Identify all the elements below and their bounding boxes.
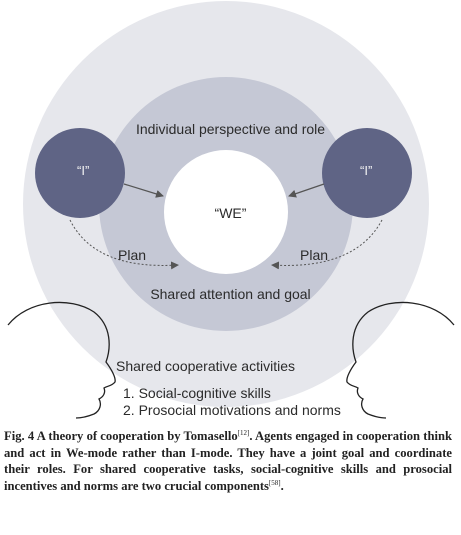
left-plan-label: Plan bbox=[118, 247, 147, 263]
outer-ring-label: Shared attention and goal bbox=[150, 286, 311, 302]
we-center-circle bbox=[164, 150, 288, 274]
activity-item: 1. Social-cognitive skills bbox=[123, 385, 271, 401]
caption-end: . bbox=[280, 478, 284, 493]
caption-title: A theory of cooperation by Tomasello bbox=[36, 429, 238, 443]
left-agent-circle bbox=[35, 128, 125, 218]
inner-ring-label: Individual perspective and role bbox=[135, 121, 326, 137]
caption-ref: [12] bbox=[237, 428, 250, 437]
left-head-outline bbox=[7, 301, 116, 419]
left-plan-arrow bbox=[69, 219, 179, 270]
activities-title: Shared cooperative activities bbox=[116, 358, 295, 374]
right-head-outline bbox=[346, 301, 455, 419]
cooperation-diagram: Individual perspective and role “WE” “I”… bbox=[7, 1, 455, 419]
right-to-we-arrow bbox=[288, 183, 325, 198]
right-plan-arrow bbox=[271, 219, 383, 270]
figure-caption: Fig. 4 A theory of cooperation by Tomase… bbox=[4, 428, 452, 494]
diagram-graphic bbox=[7, 1, 455, 419]
right-agent-label: “I” bbox=[360, 163, 373, 178]
left-to-we-arrow bbox=[123, 183, 164, 198]
right-plan-label: Plan bbox=[300, 247, 329, 263]
activities-list: 1. Social-cognitive skills 2. Prosocial … bbox=[123, 385, 341, 419]
caption-ref: [58] bbox=[268, 478, 281, 487]
right-agent-circle bbox=[322, 128, 412, 218]
caption-label: Fig. 4 bbox=[4, 429, 35, 443]
caption-body: . Agents engaged in cooperation think an… bbox=[4, 429, 452, 493]
we-label: “WE” bbox=[214, 205, 247, 221]
activity-item: 2. Prosocial motivations and norms bbox=[123, 402, 341, 418]
left-agent-label: “I” bbox=[77, 163, 90, 178]
